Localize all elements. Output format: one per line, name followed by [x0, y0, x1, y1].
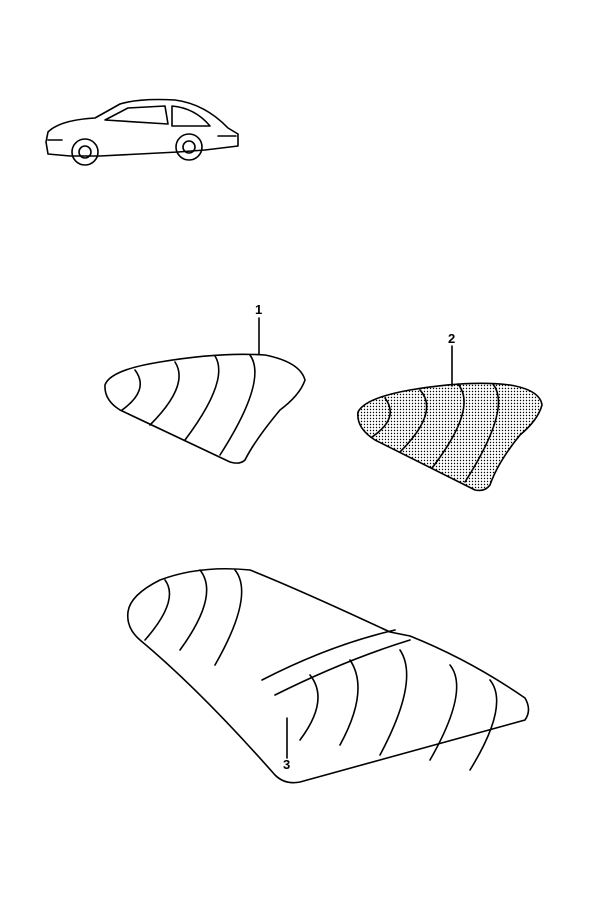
- part-3-cushion: [126, 568, 530, 784]
- car-thumbnail: [45, 98, 239, 166]
- callout-2: 2: [448, 331, 456, 346]
- callout-3: 3: [283, 757, 291, 772]
- callout-1: 1: [255, 302, 263, 317]
- part-2-cushion: [357, 345, 543, 492]
- part-1-cushion: [104, 317, 306, 464]
